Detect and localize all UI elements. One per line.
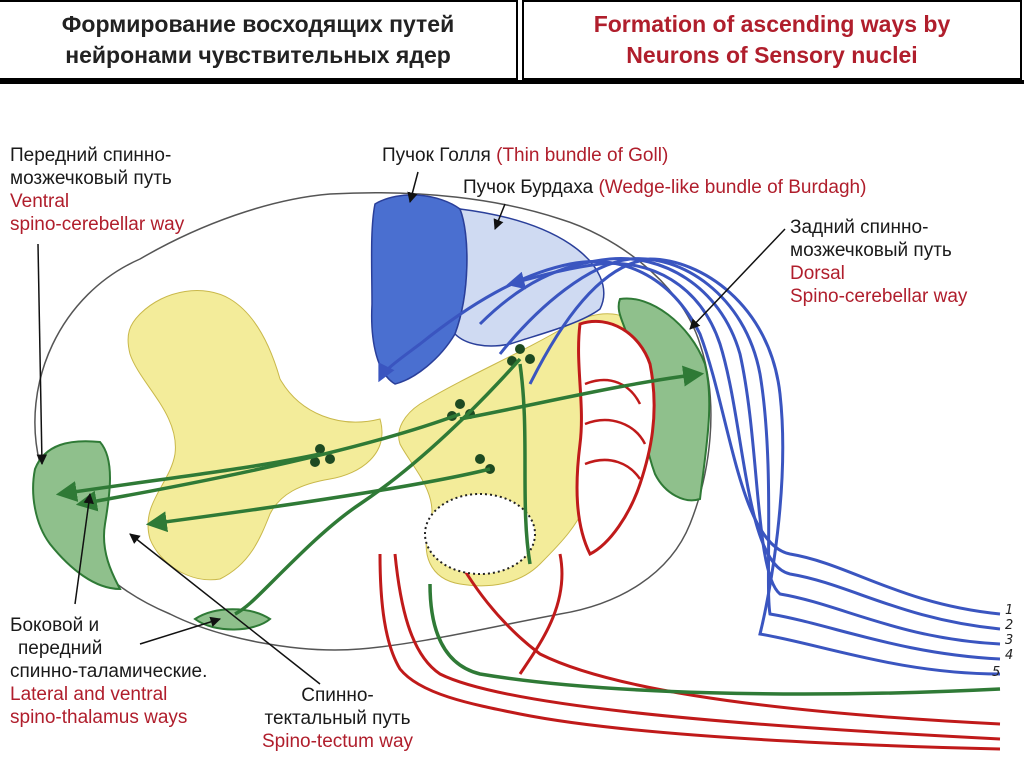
sensory-nuclei-cells [310,344,535,474]
spinothalamic-ru-line1: Боковой и [10,615,100,636]
title-english: Formation of ascending ways by Neurons o… [522,0,1022,80]
label-ventral-spinocerebellar: Передний спинно- мозжечковый путь Ventra… [10,144,184,236]
goll-bundle [370,194,468,385]
title-russian-line2: нейронами чувствительных ядер [65,42,451,68]
central-nucleus [424,493,536,575]
root-number-4: 4 [1005,648,1013,663]
ventral-root-fibers [378,543,1001,751]
spinothalamic-ru-line3: спинно-таламические. [10,661,208,682]
spinotectal-ru-line2: тектальный путь [264,708,411,729]
spinothalamic-en-line1: Lateral and ventral [10,684,168,705]
label-dorsal-spinocerebellar: Задний спинно- мозжечковый путь Dorsal S… [790,216,967,308]
title-russian: Формирование восходящих путей нейронами … [0,0,518,80]
root-number-1: 1 [1005,603,1013,618]
label-pointers [36,171,786,685]
label-spinotectal: Спинно- тектальный путь Spino-tectum way [262,684,413,753]
goll-en: (Thin bundle of Goll) [496,145,669,166]
dorsal-sc-en-line1: Dorsal [790,263,845,284]
title-russian-line1: Формирование восходящих путей [61,11,455,37]
label-spinothalamic: Боковой и передний спинно-таламические. … [10,614,207,729]
spinothalamic-en-line2: spino-thalamus ways [10,707,188,728]
dorsal-sc-en-line2: Spino-cerebellar way [790,286,968,307]
root-number-5: 5 [992,665,1000,680]
dorsal-root-fibers [378,256,1001,676]
title-english-line1: Formation of ascending ways by [593,11,951,37]
dorsal-sc-ru-line2: мозжечковый путь [790,240,952,261]
goll-ru: Пучок Голля [382,145,491,166]
gray-matter-left [127,290,383,581]
dorsal-sc-ru-line1: Задний спинно- [790,217,929,238]
ventral-spinocerebellar-tract [32,440,122,591]
label-burdach: Пучок Бурдаха (Wedge-like bundle of Burd… [463,176,866,199]
ventral-sc-ru-line2: мозжечковый путь [10,168,172,189]
ventral-sc-ru-line1: Передний спинно- [10,145,172,166]
ascending-green-fibers [55,357,1001,696]
spinal-cord-illustration: 1 2 3 4 5 [32,171,1013,751]
spinal-cord-diagram: 1 2 3 4 5 Передний спинно- мозжечковый п… [0,84,1024,767]
burdach-ru: Пучок Бурдаха [463,177,594,198]
header-divider [0,80,1024,84]
root-number-2: 2 [1005,618,1013,633]
spinotectal-ru-line1: Спинно- [301,685,374,706]
spinothalamic-ru-line2: передний [18,638,103,659]
header: Формирование восходящих путей нейронами … [0,0,1024,84]
spinotectal-en-line1: Spino-tectum way [262,731,414,752]
burdach-en: (Wedge-like bundle of Burdagh) [598,177,867,198]
ventral-sc-en-line1: Ventral [10,191,70,212]
root-number-3: 3 [1005,633,1013,648]
label-goll: Пучок Голля (Thin bundle of Goll) [382,144,668,167]
title-english-line2: Neurons of Sensory nuclei [626,42,918,68]
ventral-sc-en-line2: spino-cerebellar way [10,214,185,235]
